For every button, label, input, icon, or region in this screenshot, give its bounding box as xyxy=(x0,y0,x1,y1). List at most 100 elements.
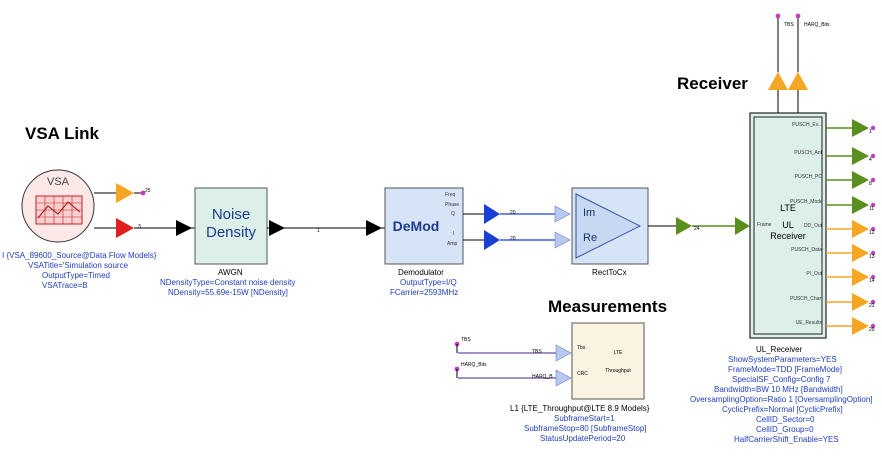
ul-receiver-block[interactable] xyxy=(749,112,827,339)
vsa-out-top-num: 25 xyxy=(145,188,151,194)
receiver-output-arrow xyxy=(852,268,869,286)
receiver-block-line3: Receiver xyxy=(770,231,806,241)
receiver-output-number: 29 xyxy=(869,327,875,333)
awgn-label-line1: Noise xyxy=(211,206,251,223)
vsa-link-title: VSA Link xyxy=(25,124,99,143)
receiver-output-arrow xyxy=(852,220,869,238)
lte-throughput-block[interactable] xyxy=(571,322,645,400)
receiver-output-pin-label: PUSCH_Ant xyxy=(794,150,822,156)
receiver-top-pin-tbs: TBS xyxy=(784,22,794,28)
probe-dot xyxy=(870,323,876,329)
receiver-output-pin-label: PUSCH_PC xyxy=(794,174,822,180)
receiver-output-arrow xyxy=(852,196,869,214)
receiver-output-pin-label: UE_Results xyxy=(795,320,822,326)
vsa-params: I {VSA_89600_Source@Data Flow Models} VS… xyxy=(2,251,156,291)
vsa-param-0: I {VSA_89600_Source@Data Flow Models} xyxy=(2,251,157,260)
receiver-name: UL_Receiver xyxy=(756,345,803,354)
measurements-title: Measurements xyxy=(548,297,668,316)
throughput-text-line2: Throughput xyxy=(605,368,631,374)
meas-wire-tbs: TBS xyxy=(532,349,542,355)
receiver-param-3: Bandwidth=BW 10 MHz [Bandwidth] xyxy=(714,385,843,394)
demod-pin-amp: Amp xyxy=(447,241,458,247)
receiver-harq-arrow xyxy=(788,72,808,90)
rect-name: RectToCx xyxy=(592,268,627,277)
demod-label: DeMod xyxy=(392,218,440,234)
throughput-param-2: SubframeStop=80 [SubframeStop] xyxy=(524,424,647,433)
vsa-param-2: OutputType=Timed xyxy=(42,271,110,280)
probe-dot xyxy=(870,125,876,131)
demod-name: Demodulator xyxy=(398,268,444,277)
receiver-output-pin-label: PUSCH_ChannelEst xyxy=(790,296,822,302)
receiver-param-1: FrameMode=TDD [FrameMode] xyxy=(728,365,843,374)
receiver-param-4: OversamplingOption=Ratio 1 [Oversampling… xyxy=(690,395,873,404)
vsa-icon-text: VSA xyxy=(46,176,69,188)
rect-pin-re: Re xyxy=(583,232,598,244)
throughput-pin-tbs: Tbs xyxy=(577,345,586,351)
receiver-param-5: CyclicPrefix=Normal [CyclicPrefix] xyxy=(722,405,843,414)
demod-pin-freq: Freq xyxy=(445,192,456,198)
throughput-params: L1 {LTE_Throughput@LTE 8.9 Models} Subfr… xyxy=(510,404,649,444)
receiver-title: Receiver xyxy=(677,74,748,93)
meas-src-tbs: TBS xyxy=(461,337,471,343)
meas-src-harq: HARQ_Bits xyxy=(461,362,487,368)
awgn-param-1: NDensity=55.69e-15W [NDensity] xyxy=(168,288,288,297)
receiver-block-line1: LTE xyxy=(780,203,796,213)
receiver-output-number: 1 xyxy=(869,129,872,135)
vsa-output-bottom-arrow xyxy=(116,218,134,238)
throughput-pin-crc: CRC xyxy=(577,371,588,377)
awgn-param-0: NDensityType=Constant noise density xyxy=(160,278,296,287)
receiver-block-line2: UL xyxy=(782,220,794,230)
demod-pin-phase: Phase xyxy=(445,202,460,208)
receiver-output-number: 22 xyxy=(869,303,875,309)
demod-pin-i: I xyxy=(453,231,455,237)
receiver-output-arrow xyxy=(852,171,869,189)
probe-dot xyxy=(870,202,876,208)
receiver-param-6: CellID_Sector=0 xyxy=(756,415,815,424)
rect-bus-re: 20 xyxy=(510,236,516,242)
receiver-output-arrow xyxy=(852,293,869,311)
throughput-param-1: SubframeStart=1 xyxy=(554,414,615,423)
receiver-input-pin-label: Frame xyxy=(757,222,772,228)
receiver-output-number: 12 xyxy=(869,230,875,236)
receiver-output-number: 14 xyxy=(869,278,875,284)
receiver-tbs-arrow xyxy=(768,72,788,90)
awgn-name: AWGN xyxy=(218,268,243,277)
throughput-param-3: StatusUpdatePeriod=20 xyxy=(540,434,626,443)
demod-params: OutputType=I/Q FCarrier=2593MHz xyxy=(390,278,458,298)
probe-dot xyxy=(870,250,876,256)
demod-pin-q: Q xyxy=(451,211,455,217)
demod-param-0: OutputType=I/Q xyxy=(400,278,457,287)
rect-pin-im: Im xyxy=(583,207,596,219)
receiver-output-pin-label: PUSCH_Ev... xyxy=(792,122,822,128)
vsa-output-top-arrow xyxy=(116,183,134,203)
receiver-output-pin-label: DD_Out xyxy=(803,223,822,229)
receiver-param-2: SpecialSF_Config=Config 7 xyxy=(732,375,831,384)
receiver-output-arrow xyxy=(852,317,869,335)
receiver-output-number: 8 xyxy=(869,181,872,187)
receiver-outputs xyxy=(826,119,876,335)
receiver-param-0: ShowSystemParameters=YES xyxy=(728,355,837,364)
awgn-label: Noise Density xyxy=(195,206,267,242)
vsa-out-bottom-num: 3 xyxy=(138,224,141,230)
probe-dot xyxy=(870,226,876,232)
throughput-text: LTE Throughput xyxy=(600,348,636,376)
awgn-block[interactable] xyxy=(194,187,268,265)
receiver-param-7: CellID_Group=0 xyxy=(756,425,814,434)
receiver-param-8: HalfCarrierShift_Enable=YES xyxy=(734,435,839,444)
awgn-params: NDensityType=Constant noise density NDen… xyxy=(160,278,295,298)
receiver-output-arrow xyxy=(852,119,869,137)
receiver-output-pin-label: PI_Out xyxy=(806,271,822,277)
receiver-output-pin-label: PUSCH_Data xyxy=(791,247,822,253)
probe-dot xyxy=(870,177,876,183)
receiver-output-arrow xyxy=(852,244,869,262)
demodulator-block[interactable] xyxy=(384,187,464,265)
vsa-source-block[interactable] xyxy=(21,169,95,243)
rect-bus-im: 20 xyxy=(510,210,516,216)
throughput-text-line1: LTE xyxy=(613,350,623,356)
receiver-output-pin-label: PUSCH_ModeValue xyxy=(790,199,822,205)
rect-out: 24 xyxy=(694,226,700,232)
probe-dot xyxy=(140,190,146,196)
meas-wire-harq: HARQ_B xyxy=(532,374,553,380)
probe-dot xyxy=(870,299,876,305)
